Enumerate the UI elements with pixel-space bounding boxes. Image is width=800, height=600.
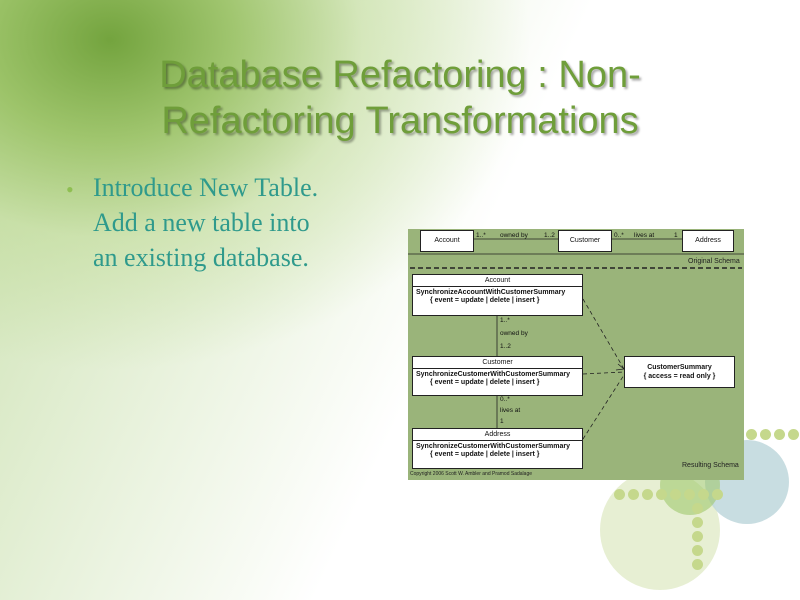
trigger-name: SynchronizeCustomerWithCustomerSummary [416,443,570,450]
multiplicity-label: 0..* [614,232,624,239]
original-address-box: Address [682,230,734,252]
association-label: owned by [500,330,528,337]
multiplicity-label: 1..* [500,317,510,324]
original-customer-box: Customer [558,230,612,252]
multiplicity-label: 1..2 [544,232,555,239]
bullet-line-2: Add a new table into [93,208,310,237]
result-address-box: Address SynchronizeCustomerWithCustomerS… [412,428,583,469]
multiplicity-label: 1 [674,232,678,239]
resulting-schema-label: Resulting Schema [682,462,739,469]
original-schema-label: Original Schema [688,258,740,265]
trigger-event: { event = update | delete | insert } [430,297,540,304]
bullet-line-1: Introduce New Table. [93,173,319,202]
title-line-1: Database Refactoring : Non- [159,54,641,96]
address-trigger: SynchronizeCustomerWithCustomerSummary {… [413,441,582,461]
result-account-box: Account SynchronizeAccountWithCustomerSu… [412,274,583,316]
customer-title: Customer [413,357,582,369]
trigger-name: SynchronizeCustomerWithCustomerSummary [416,371,570,378]
diagram-connectors [408,238,744,440]
multiplicity-label: 1..2 [500,343,511,350]
multiplicity-label: 1..* [476,232,486,239]
summary-title: CustomerSummary [647,364,712,371]
result-customer-box: Customer SynchronizeCustomerWithCustomer… [412,356,583,396]
slide-title: Database Refactoring : Non- Refactoring … [60,52,740,144]
bullet-item: • Introduce New Table. Add a new table i… [66,170,386,275]
bullet-line-3: an existing database. [93,243,309,272]
bullet-icon: • [66,177,74,202]
bullet-text: Introduce New Table. Add a new table int… [93,170,386,275]
title-line-2: Refactoring Transformations [161,100,639,142]
account-title: Account [413,275,582,287]
trigger-event: { event = update | delete | insert } [430,379,540,386]
copyright-text: Copyright 2006 Scott W. Ambler and Pramo… [410,471,533,477]
address-title: Address [413,429,582,441]
multiplicity-label: 1 [500,418,504,425]
schema-diagram: Account Customer Address 1..* owned by 1… [408,229,744,480]
account-trigger: SynchronizeAccountWithCustomerSummary { … [413,287,582,307]
multiplicity-label: 0..* [500,396,510,403]
trigger-name: SynchronizeAccountWithCustomerSummary [416,289,566,296]
association-label: owned by [500,232,528,239]
association-label: lives at [500,407,521,414]
summary-access: { access = read only } [643,373,716,380]
original-account-box: Account [420,230,474,252]
customer-trigger: SynchronizeCustomerWithCustomerSummary {… [413,369,582,389]
trigger-event: { event = update | delete | insert } [430,451,540,458]
association-label: lives at [634,232,655,239]
customer-summary-box: CustomerSummary { access = read only } [624,356,735,388]
